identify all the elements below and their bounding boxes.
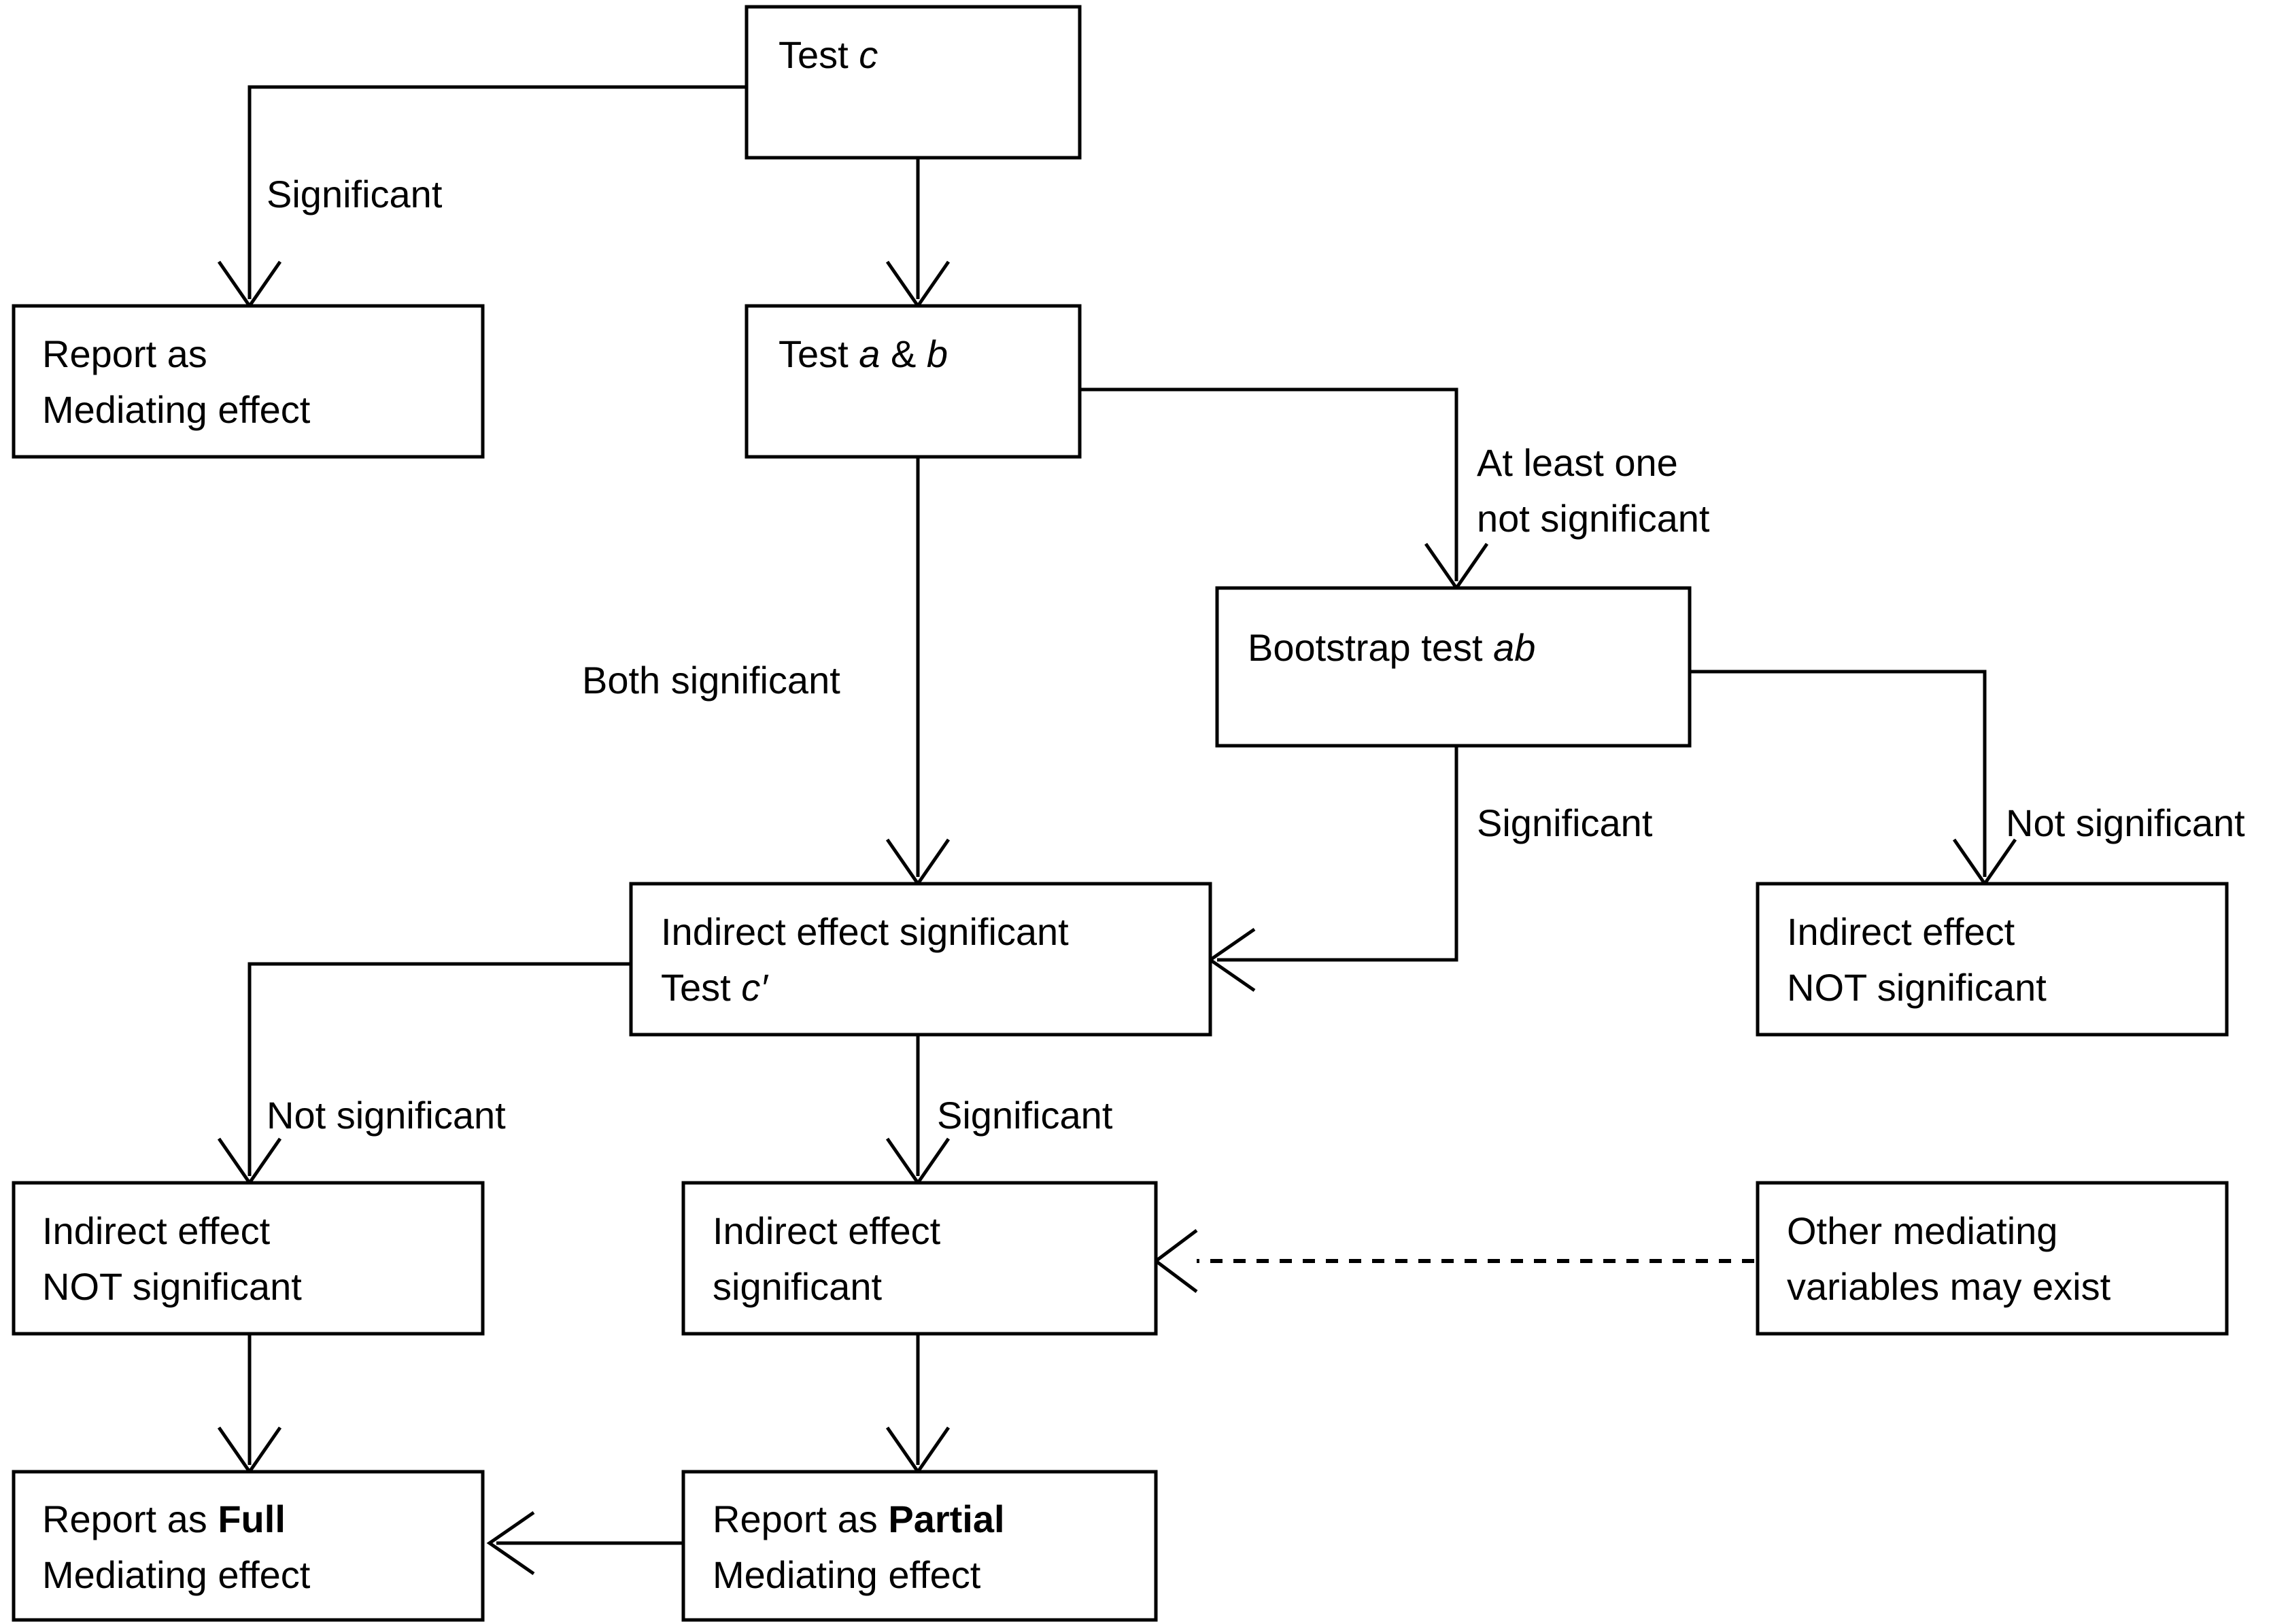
svg-text:Test c: Test c [779,33,878,76]
node-bootstrap-test-ab[interactable]: Bootstrap test ab [1215,586,1692,748]
edge-label-bootstrap-not-significant: Not significant [2006,801,2245,844]
node-report-partial-line2: Mediating effect [713,1553,981,1596]
node-report-full-prefix: Report as [42,1498,218,1540]
edge-label-c-significant: Significant [267,173,443,215]
node-test-ab-italic-b: b [927,332,948,375]
edge-indirect-sig-to-report-partial [885,1334,951,1475]
node-report-partial-emphasis: Partial [888,1498,1004,1540]
svg-text:Report as Partial: Report as Partial [713,1498,1005,1540]
node-test-a-and-b[interactable]: Test a & b [745,304,1082,459]
svg-text:Report as Full: Report as Full [42,1498,286,1540]
node-report-mediating-line2: Mediating effect [42,388,311,431]
node-indirect-effect-significant-test-cprime[interactable]: Indirect effect significant Test c′ [629,882,1212,1037]
node-bootstrap-italic: ab [1493,626,1535,669]
node-other-mediating-variables[interactable]: Other mediating variables may exist [1756,1181,2229,1336]
node-indirect-effect-not-significant-left[interactable]: Indirect effect NOT significant [12,1181,485,1336]
node-indirect-effect-not-significant-right[interactable]: Indirect effect NOT significant [1756,882,2229,1037]
edge-testc-to-testab [885,158,951,309]
edge-label-cprime-significant: Significant [937,1094,1113,1137]
edge-other-mediating-dashed [1152,1229,1754,1293]
node-other-mediating-line2: variables may exist [1787,1265,2111,1308]
node-test-ab-italic-a: a [859,332,880,375]
node-report-full-emphasis: Full [218,1498,286,1540]
node-indirect-sig-cprime-line1: Indirect effect significant [661,910,1069,953]
edge-label-cprime-not-significant: Not significant [267,1094,506,1137]
node-indirect-sig-bottom-line1: Indirect effect [713,1209,941,1252]
node-test-c-label: Test [779,33,859,76]
node-report-full-mediating-effect[interactable]: Report as Full Mediating effect [12,1470,485,1622]
edge-report-partial-to-report-full [486,1510,683,1576]
svg-text:Bootstrap test ab: Bootstrap test ab [1248,626,1535,669]
node-indirect-notsig-right-line1: Indirect effect [1787,910,2015,953]
node-report-full-line2: Mediating effect [42,1553,311,1596]
edge-testab-to-indirect-sig [885,457,951,887]
node-indirect-notsig-left-line2: NOT significant [42,1265,302,1308]
node-indirect-effect-significant-bottom[interactable]: Indirect effect significant [681,1181,1158,1336]
node-test-ab-amp: & [880,332,926,375]
node-report-partial-prefix: Report as [713,1498,888,1540]
node-test-c-italic: c [859,33,878,76]
node-report-mediating-line1: Report as [42,332,207,375]
node-report-mediating-effect[interactable]: Report as Mediating effect [12,304,485,459]
node-indirect-notsig-right-line2: NOT significant [1787,966,2047,1009]
edge-label-bootstrap-significant: Significant [1477,801,1653,844]
node-other-mediating-line1: Other mediating [1787,1209,2057,1252]
svg-text:Test c′: Test c′ [661,966,769,1009]
node-bootstrap-prefix: Bootstrap test [1248,626,1493,669]
edge-label-at-least-one-line2: not significant [1477,497,1710,540]
edge-indirect-notsig-to-report-full [217,1334,282,1475]
node-report-partial-mediating-effect[interactable]: Report as Partial Mediating effect [681,1470,1158,1622]
edge-bootstrap-notsignificant-to-indirect-notsig [1690,670,2017,887]
node-test-c[interactable]: Test c [745,5,1082,160]
node-indirect-sig-cprime-line2: Test [661,966,741,1009]
edge-testab-to-bootstrap [1080,387,1489,591]
svg-text:Test a & b: Test a & b [779,332,948,375]
edge-label-at-least-one-line1: At least one [1477,441,1678,484]
node-test-ab-prefix: Test [779,332,859,375]
edge-label-both-significant: Both significant [582,659,840,702]
node-indirect-sig-bottom-line2: significant [713,1265,882,1308]
node-indirect-sig-cprime-italic: c′ [741,966,769,1009]
edge-cprime-notsignificant-to-indirect-notsig [217,962,631,1186]
node-indirect-notsig-left-line1: Indirect effect [42,1209,271,1252]
edge-bootstrap-significant-to-indirect-sig [1207,746,1458,992]
